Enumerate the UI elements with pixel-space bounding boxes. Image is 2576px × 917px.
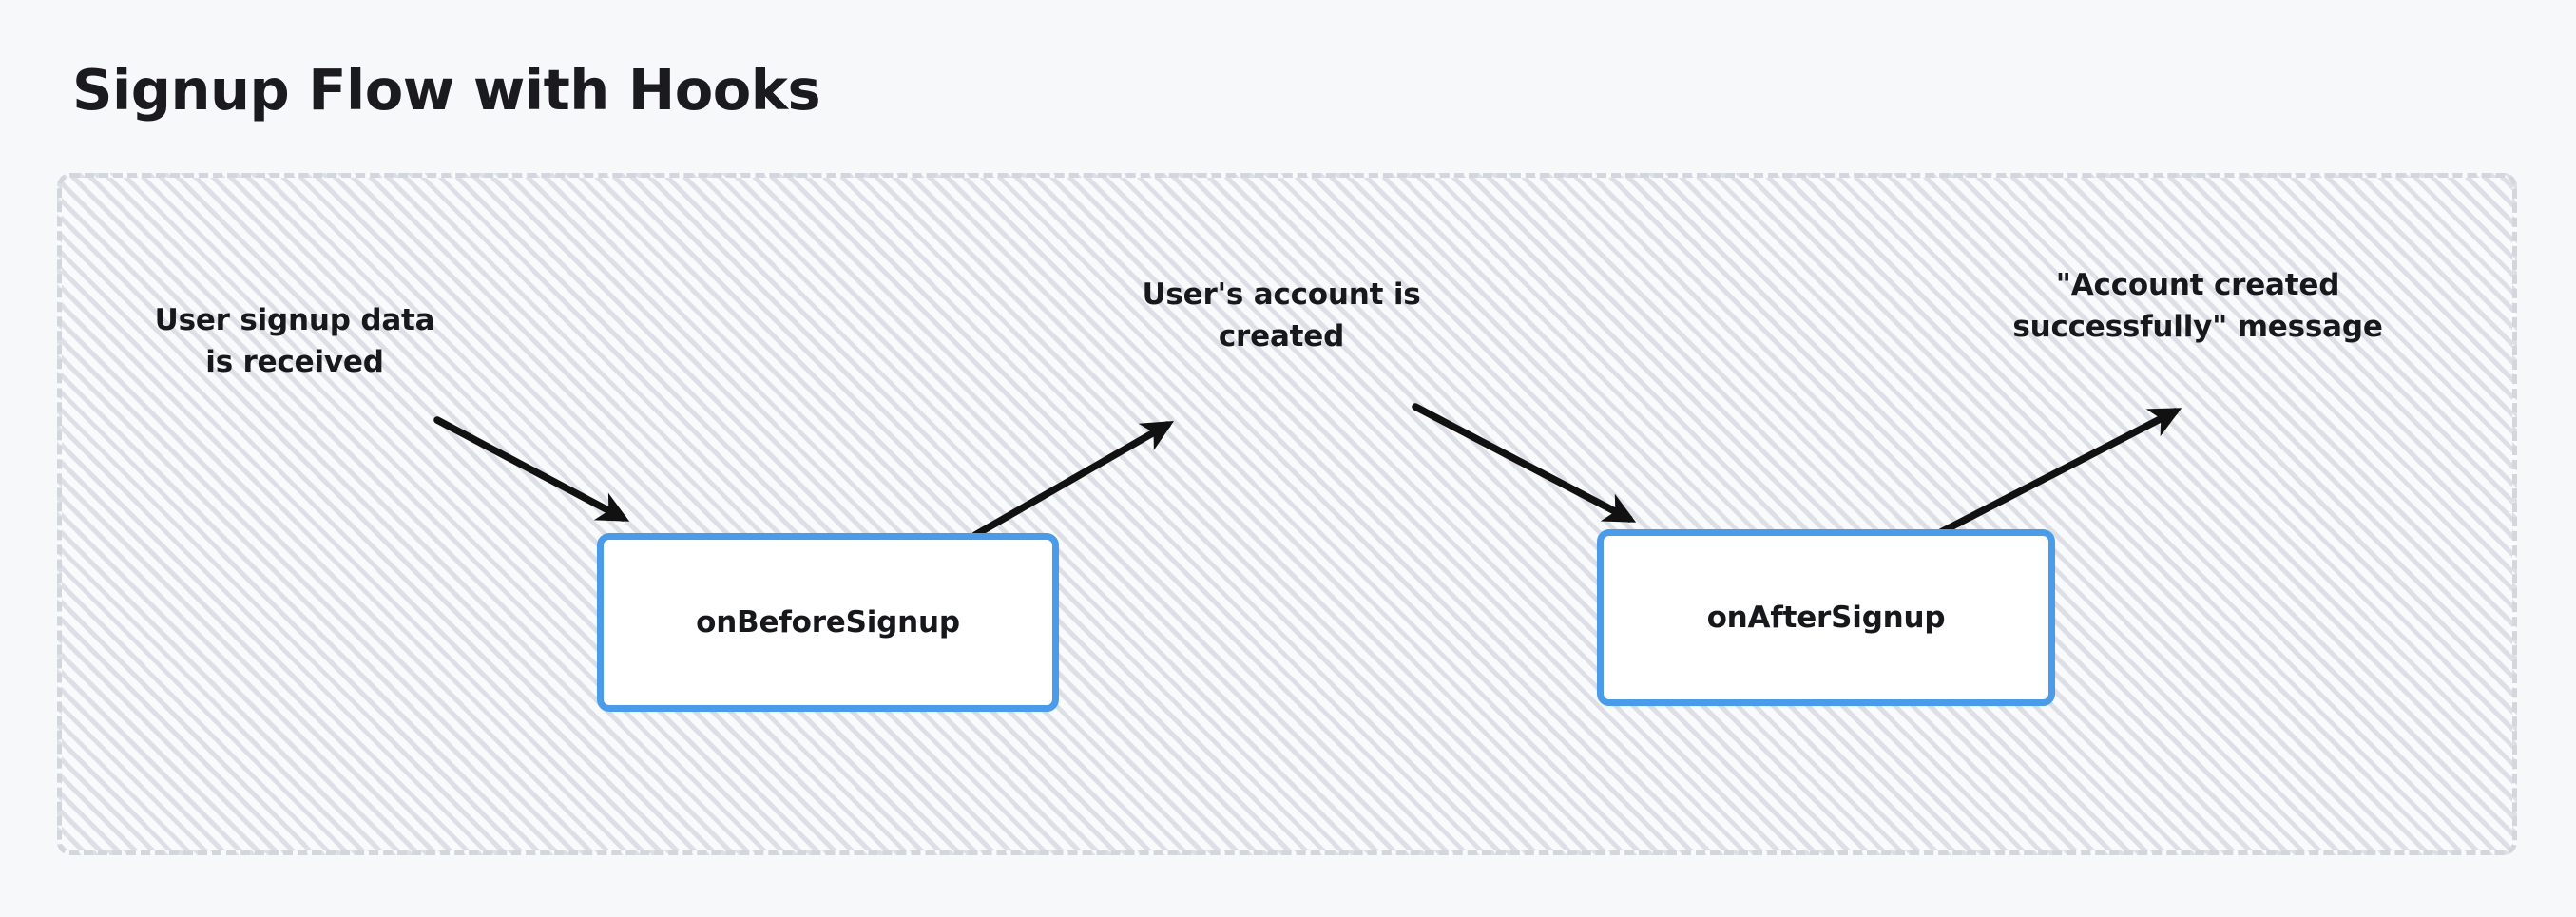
node-on-before-signup-label: onBeforeSignup [696,605,960,640]
node-on-after-signup[interactable]: onAfterSignup [1597,529,2055,706]
node-on-before-signup[interactable]: onBeforeSignup [597,533,1059,712]
label-success-message: "Account created successfully" message [2012,268,2383,345]
label-signup-data: User signup data is received [154,303,435,380]
label-account-created: User's account is created [1142,277,1421,354]
node-on-after-signup-label: onAfterSignup [1706,601,1946,635]
page-title: Signup Flow with Hooks [72,57,821,123]
